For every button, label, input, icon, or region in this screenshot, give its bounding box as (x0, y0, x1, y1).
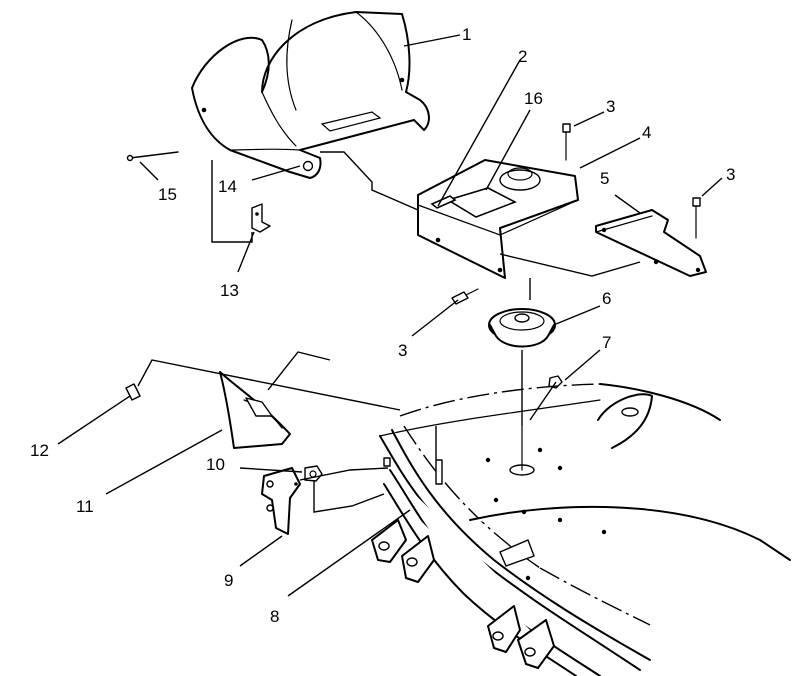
callout-10: 10 (206, 455, 225, 474)
idler-pulley (488, 308, 556, 348)
lock-nut (304, 465, 323, 482)
callout-6: 6 (602, 289, 611, 308)
callout-2: 2 (518, 47, 527, 66)
cover-bracket (595, 209, 707, 277)
mounting-bracket (261, 467, 301, 535)
discharge-chute (191, 11, 430, 179)
callout-7: 7 (602, 333, 611, 352)
callout-8: 8 (270, 607, 279, 626)
rivet (302, 160, 314, 172)
mower-deck (371, 383, 791, 676)
pulley-cover (417, 159, 579, 279)
callout-14: 14 (218, 177, 237, 196)
assembly-lines (137, 151, 641, 513)
pin (126, 151, 179, 162)
bolt (692, 197, 701, 239)
callout-labels: 1 2 3 3 3 4 5 6 7 8 9 10 11 12 13 14 15 … (30, 25, 735, 626)
callout-15: 15 (158, 185, 177, 204)
callout-11: 11 (76, 497, 94, 516)
callout-12: 12 (30, 441, 49, 460)
callout-9: 9 (224, 571, 233, 590)
callout-leaders (57, 34, 723, 597)
angle-bracket (251, 203, 271, 233)
callout-16: 16 (524, 89, 543, 108)
callout-3: 3 (398, 341, 407, 360)
callout-4: 4 (642, 123, 651, 142)
callout-13: 13 (220, 281, 239, 300)
chute-mount-decal (430, 195, 457, 209)
warning-decal (446, 187, 517, 218)
callout-5: 5 (600, 169, 609, 188)
callout-3: 3 (606, 97, 615, 116)
callout-3: 3 (726, 165, 735, 184)
deflector (219, 371, 291, 449)
bolt (562, 123, 571, 161)
callout-1: 1 (462, 25, 471, 44)
